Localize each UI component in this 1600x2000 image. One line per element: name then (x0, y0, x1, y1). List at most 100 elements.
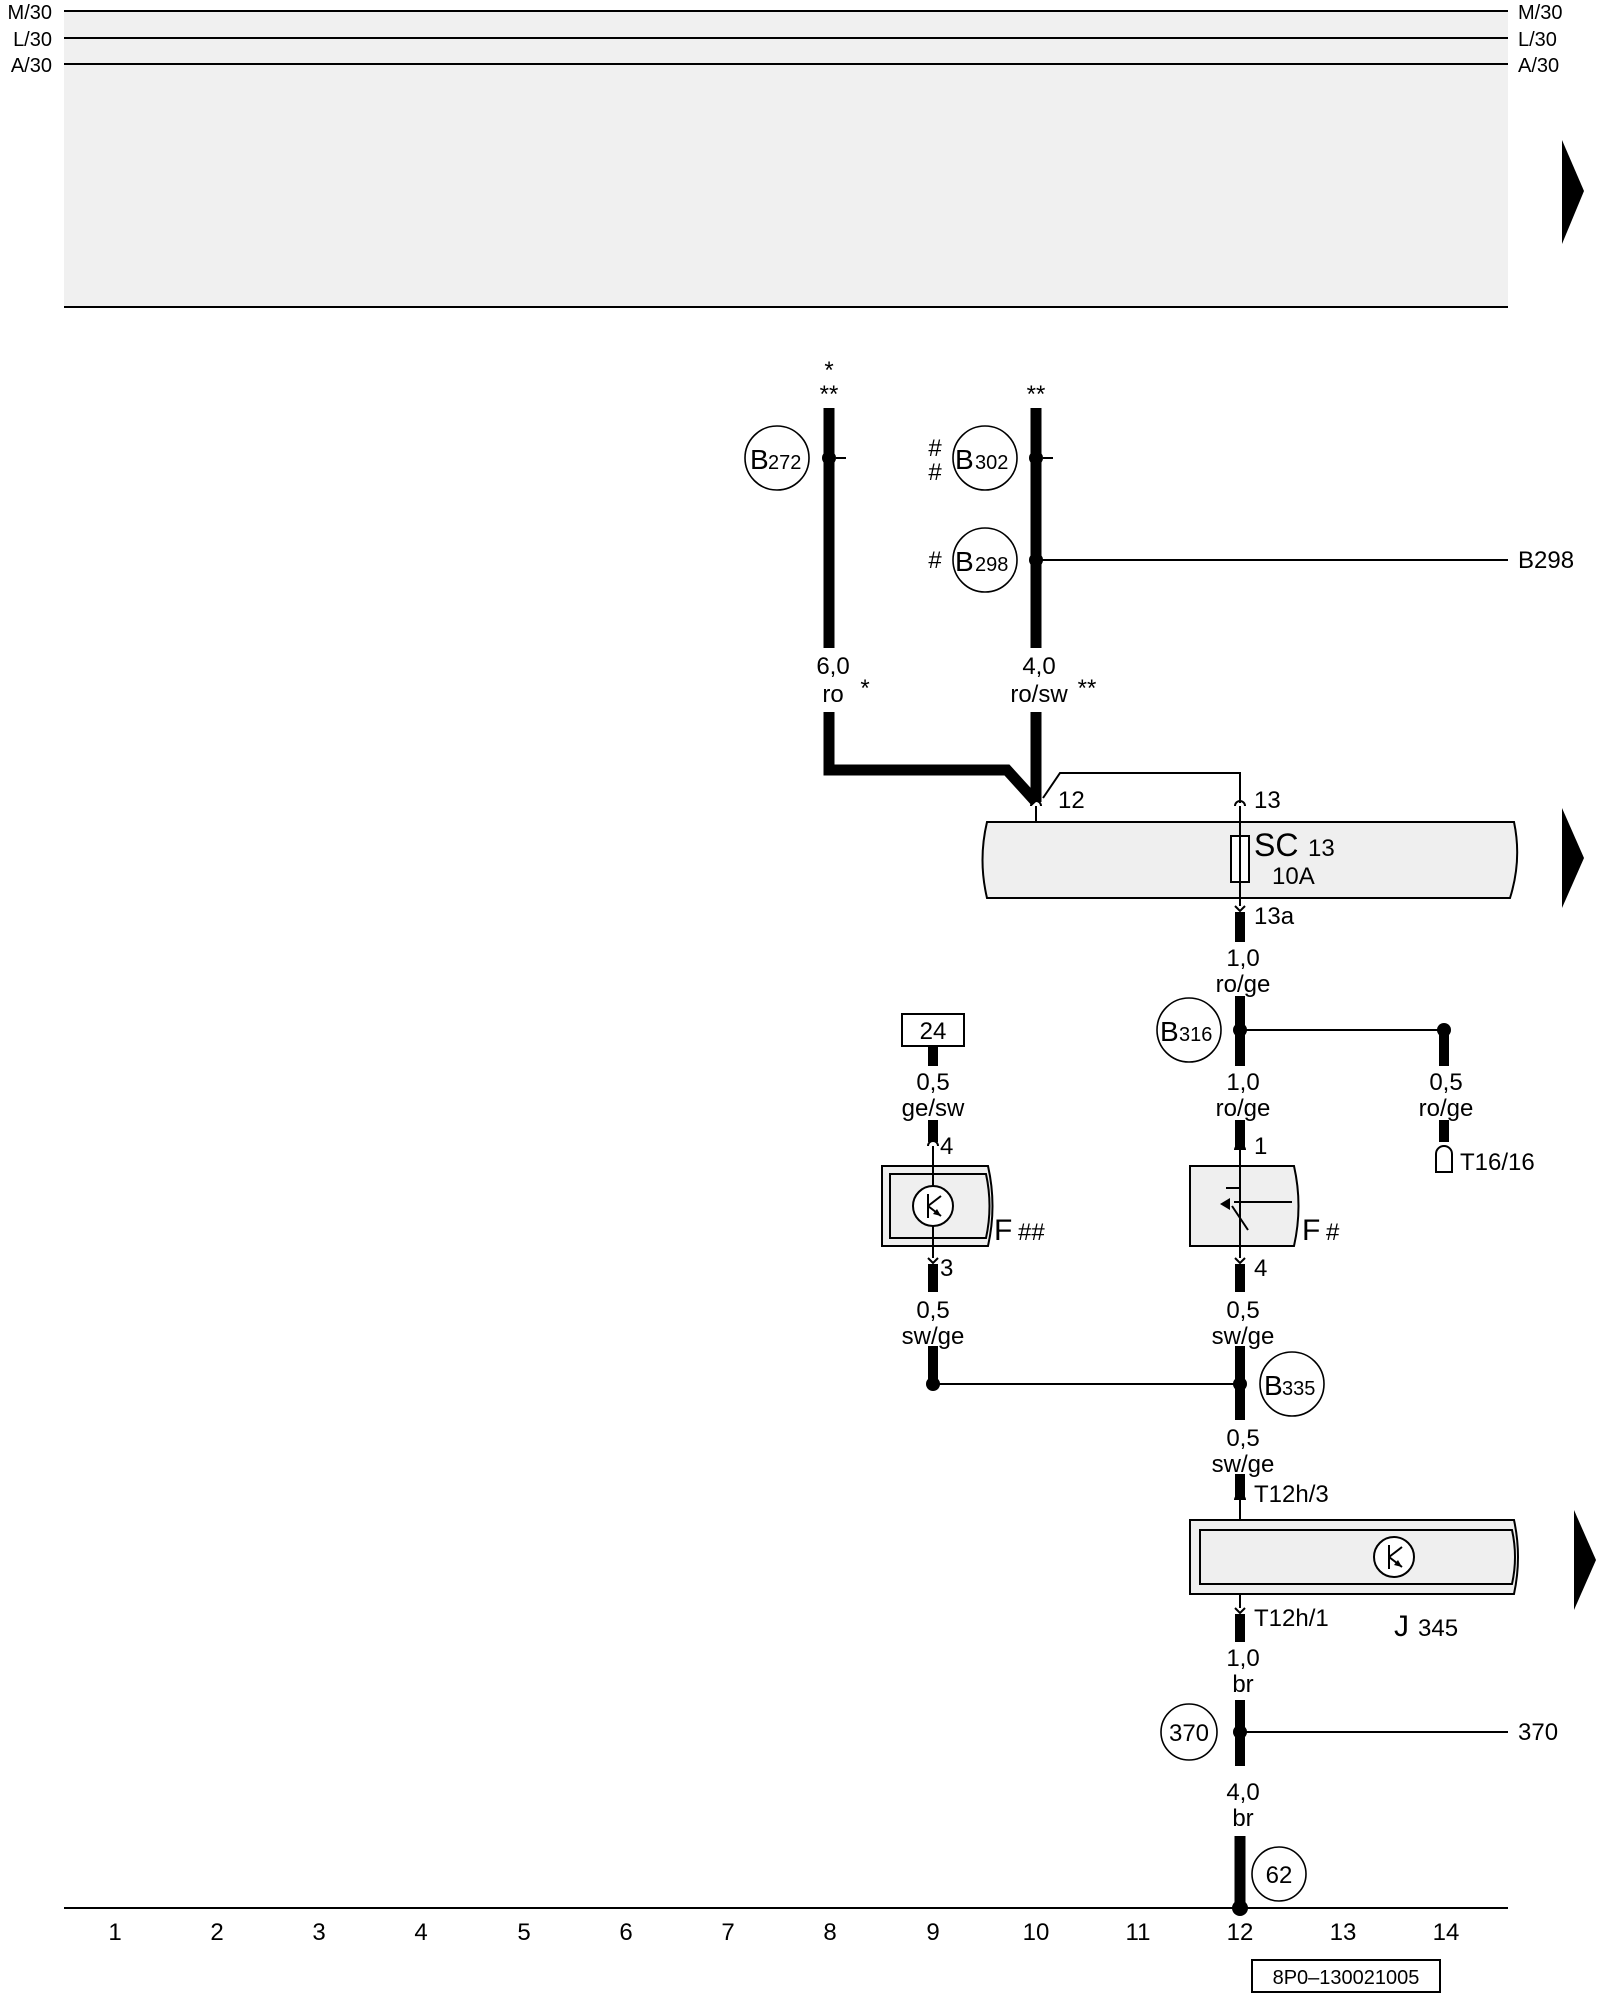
connector-b298: B 298 (952, 527, 1018, 593)
wire-color-ro: ro (822, 681, 843, 708)
svg-text:316: 316 (1179, 1024, 1212, 1046)
pin-12-arc (1030, 800, 1042, 807)
connector-b335: B 335 (1259, 1351, 1325, 1417)
wire-color-ge-sw: ge/sw (902, 1095, 965, 1122)
wire-color-br-b: br (1232, 1805, 1253, 1832)
document-number-box: 8P0–130021005 (1251, 1959, 1441, 1993)
wire-size-1-0-a: 1,0 (1226, 945, 1259, 972)
wire-color-sw-ge-c: sw/ge (902, 1323, 965, 1350)
box-ref-24: 24 (901, 1013, 965, 1047)
switch-f-left-name: F (994, 1214, 1012, 1247)
control-unit-j345 (1189, 1519, 1519, 1595)
wire-size-6-0: 6,0 (816, 653, 849, 680)
fuse-sc-number: 13 (1308, 835, 1335, 862)
grid-number: 14 (1433, 1919, 1460, 1946)
control-unit-number: 345 (1418, 1615, 1458, 1642)
wire-size-0-5-sw-ge: 0,5 (916, 1297, 949, 1324)
grid-number: 7 (721, 1919, 734, 1946)
pin-4-right: 4 (1254, 1255, 1267, 1282)
terminal-t12h-1: T12h/1 (1254, 1605, 1329, 1632)
terminal-t16-16: T16/16 (1460, 1149, 1535, 1176)
svg-text:272: 272 (768, 452, 801, 474)
hash-b302-upper: # (928, 435, 942, 462)
pin-4-left: 4 (940, 1133, 953, 1160)
pin-13-arc (1234, 800, 1246, 807)
wire-6-0-ro (823, 408, 1041, 806)
rail-right-a30: A/30 (1518, 55, 1559, 77)
grid-number: 8 (823, 1919, 836, 1946)
svg-text:B: B (1264, 1370, 1283, 1401)
svg-text:B: B (1160, 1016, 1179, 1047)
grid-number: 1 (108, 1919, 121, 1946)
connector-370: 370 (1160, 1703, 1218, 1761)
wire-size-0-5-t16: 0,5 (1429, 1069, 1462, 1096)
grid-number: 6 (619, 1919, 632, 1946)
svg-text:B: B (955, 546, 974, 577)
wire-size-1-0-br: 1,0 (1226, 1645, 1259, 1672)
wire-size-4-0-br: 4,0 (1226, 1779, 1259, 1806)
grid-number: 2 (210, 1919, 223, 1946)
rail-right-m30: M/30 (1518, 2, 1562, 24)
switch-f-left-mark: ## (1018, 1219, 1045, 1246)
grid-number: 11 (1126, 1919, 1151, 1946)
svg-text:298: 298 (975, 554, 1008, 576)
fuse-sc-name: SC (1254, 827, 1298, 863)
pin-3: 3 (940, 1255, 953, 1282)
ground-point-62: 62 (1251, 1846, 1307, 1902)
switch-f-hash (1189, 1165, 1300, 1247)
svg-text:370: 370 (1169, 1720, 1209, 1747)
svg-text:302: 302 (975, 452, 1008, 474)
continuation-arrow-bottom (1574, 1510, 1596, 1610)
star-double-wire: ** (1078, 675, 1097, 702)
pin-12: 12 (1058, 787, 1085, 814)
fuse-feed-jumper (1042, 772, 1241, 803)
switch-f-right-mark: # (1326, 1219, 1340, 1246)
grid-number: 10 (1023, 1919, 1050, 1946)
star-single-top: * (824, 357, 833, 384)
ref-b298: B298 (1518, 547, 1574, 574)
wire-color-ro-ge-a: ro/ge (1216, 971, 1271, 998)
wire-size-0-5-d: 0,5 (1226, 1297, 1259, 1324)
svg-text:24: 24 (920, 1018, 947, 1045)
wire-size-4-0: 4,0 (1022, 653, 1055, 680)
svg-text:62: 62 (1266, 1862, 1293, 1889)
grid-number: 9 (926, 1919, 939, 1946)
wire-size-1-0-b: 1,0 (1226, 1069, 1259, 1096)
ref-370: 370 (1518, 1719, 1558, 1746)
control-unit-name: J (1394, 1610, 1409, 1643)
grid-number: 5 (517, 1919, 530, 1946)
switch-f-right-name: F (1302, 1214, 1320, 1247)
wire-column-12 (1234, 898, 1246, 1906)
switch-f-double-hash (881, 1165, 994, 1247)
wire-color-sw-ge-e: sw/ge (1212, 1451, 1275, 1478)
pin-13: 13 (1254, 787, 1281, 814)
pin-1: 1 (1254, 1133, 1267, 1160)
wire-size-0-5-c: 0,5 (916, 1069, 949, 1096)
svg-text:B: B (955, 444, 974, 475)
wire-color-ro-ge-b: ro/ge (1216, 1095, 1271, 1122)
wire-color-ro-sw: ro/sw (1010, 681, 1068, 708)
connector-b302: B 302 (952, 425, 1018, 491)
grid-number: 3 (312, 1919, 325, 1946)
grid-number: 12 (1227, 1919, 1254, 1946)
hash-b298: # (928, 547, 942, 574)
pin-13a: 13a (1254, 903, 1295, 930)
wire-column-9 (926, 1046, 1240, 1391)
star-double-left: ** (820, 381, 839, 408)
rail-left-m30: M/30 (8, 2, 52, 24)
star-single-wire: * (860, 675, 869, 702)
wire-color-ro-ge-t16: ro/ge (1419, 1095, 1474, 1122)
grid-numbers: 1 2 3 4 5 6 7 8 9 10 11 12 13 14 (108, 1919, 1459, 1946)
rail-left-a30: A/30 (11, 55, 52, 77)
svg-text:B: B (750, 444, 769, 475)
document-number: 8P0–130021005 (1273, 1967, 1420, 1989)
continuation-arrow-middle (1562, 808, 1584, 908)
fuse-carrier-sc (981, 821, 1519, 899)
supply-rails: M/30 L/30 A/30 M/30 L/30 A/30 (8, 2, 1562, 308)
hash-b302-lower: # (928, 459, 942, 486)
wire-size-0-5-e: 0,5 (1226, 1425, 1259, 1452)
connector-b316: B 316 (1156, 997, 1222, 1063)
continuation-arrow-top (1562, 140, 1584, 244)
grid-number: 13 (1330, 1919, 1357, 1946)
